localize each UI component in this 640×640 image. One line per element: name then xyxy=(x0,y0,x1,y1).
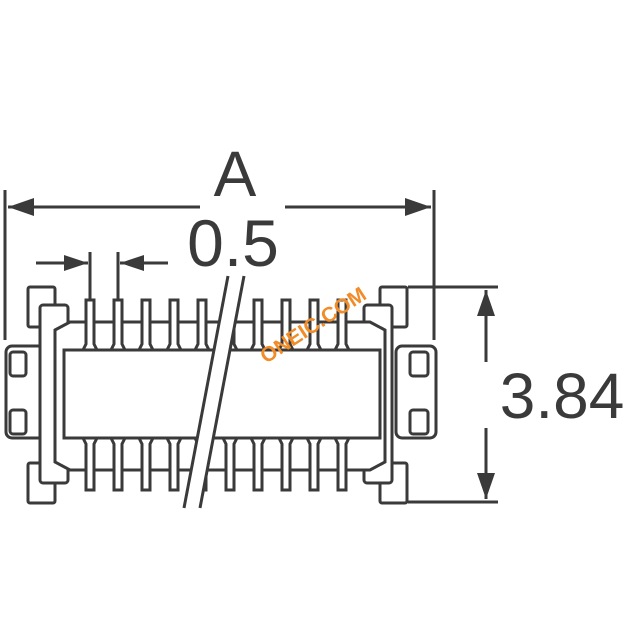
left-latch-notch-bottom xyxy=(8,408,28,436)
dim-a-arrow-right xyxy=(405,198,431,216)
top-contact-pin xyxy=(80,298,100,352)
break-line-right xyxy=(198,275,246,509)
bottom-contact-pin xyxy=(80,436,100,492)
top-contact-pin xyxy=(108,298,128,352)
pitch-arrow-left xyxy=(64,255,88,271)
height-arrow-top xyxy=(477,290,495,316)
pitch-label: 0.5 xyxy=(187,206,279,280)
bottom-contact-pin xyxy=(332,436,352,492)
top-contact-pin xyxy=(276,298,296,352)
bottom-contact-pin xyxy=(108,436,128,492)
break-gap xyxy=(184,276,244,508)
latch-details xyxy=(8,350,430,436)
bottom-contact-pin xyxy=(164,436,184,492)
top-contact-pin xyxy=(304,298,324,352)
height-label: 3.84 xyxy=(500,360,625,432)
top-contact-pin xyxy=(136,298,156,352)
top-contact-pin xyxy=(332,298,352,352)
top-contact-pin xyxy=(164,298,184,352)
right-latch-notch-bottom xyxy=(408,408,430,436)
top-contact-pin xyxy=(248,298,268,352)
left-latch-notch-top xyxy=(8,350,28,378)
bottom-contact-pin xyxy=(276,436,296,492)
dim-a-arrow-left xyxy=(8,198,34,216)
top-contact-pin xyxy=(192,298,212,352)
break-line-left xyxy=(182,275,230,509)
pitch-arrow-right xyxy=(120,255,144,271)
bottom-contact-pin xyxy=(248,436,268,492)
bottom-contact-pin xyxy=(304,436,324,492)
break-lines xyxy=(182,275,246,509)
dim-a-label: A xyxy=(214,138,257,210)
bottom-contact-pin xyxy=(220,436,240,492)
right-latch-notch-top xyxy=(408,350,430,378)
bottom-contact-pin xyxy=(136,436,156,492)
height-arrow-bottom xyxy=(477,473,495,499)
